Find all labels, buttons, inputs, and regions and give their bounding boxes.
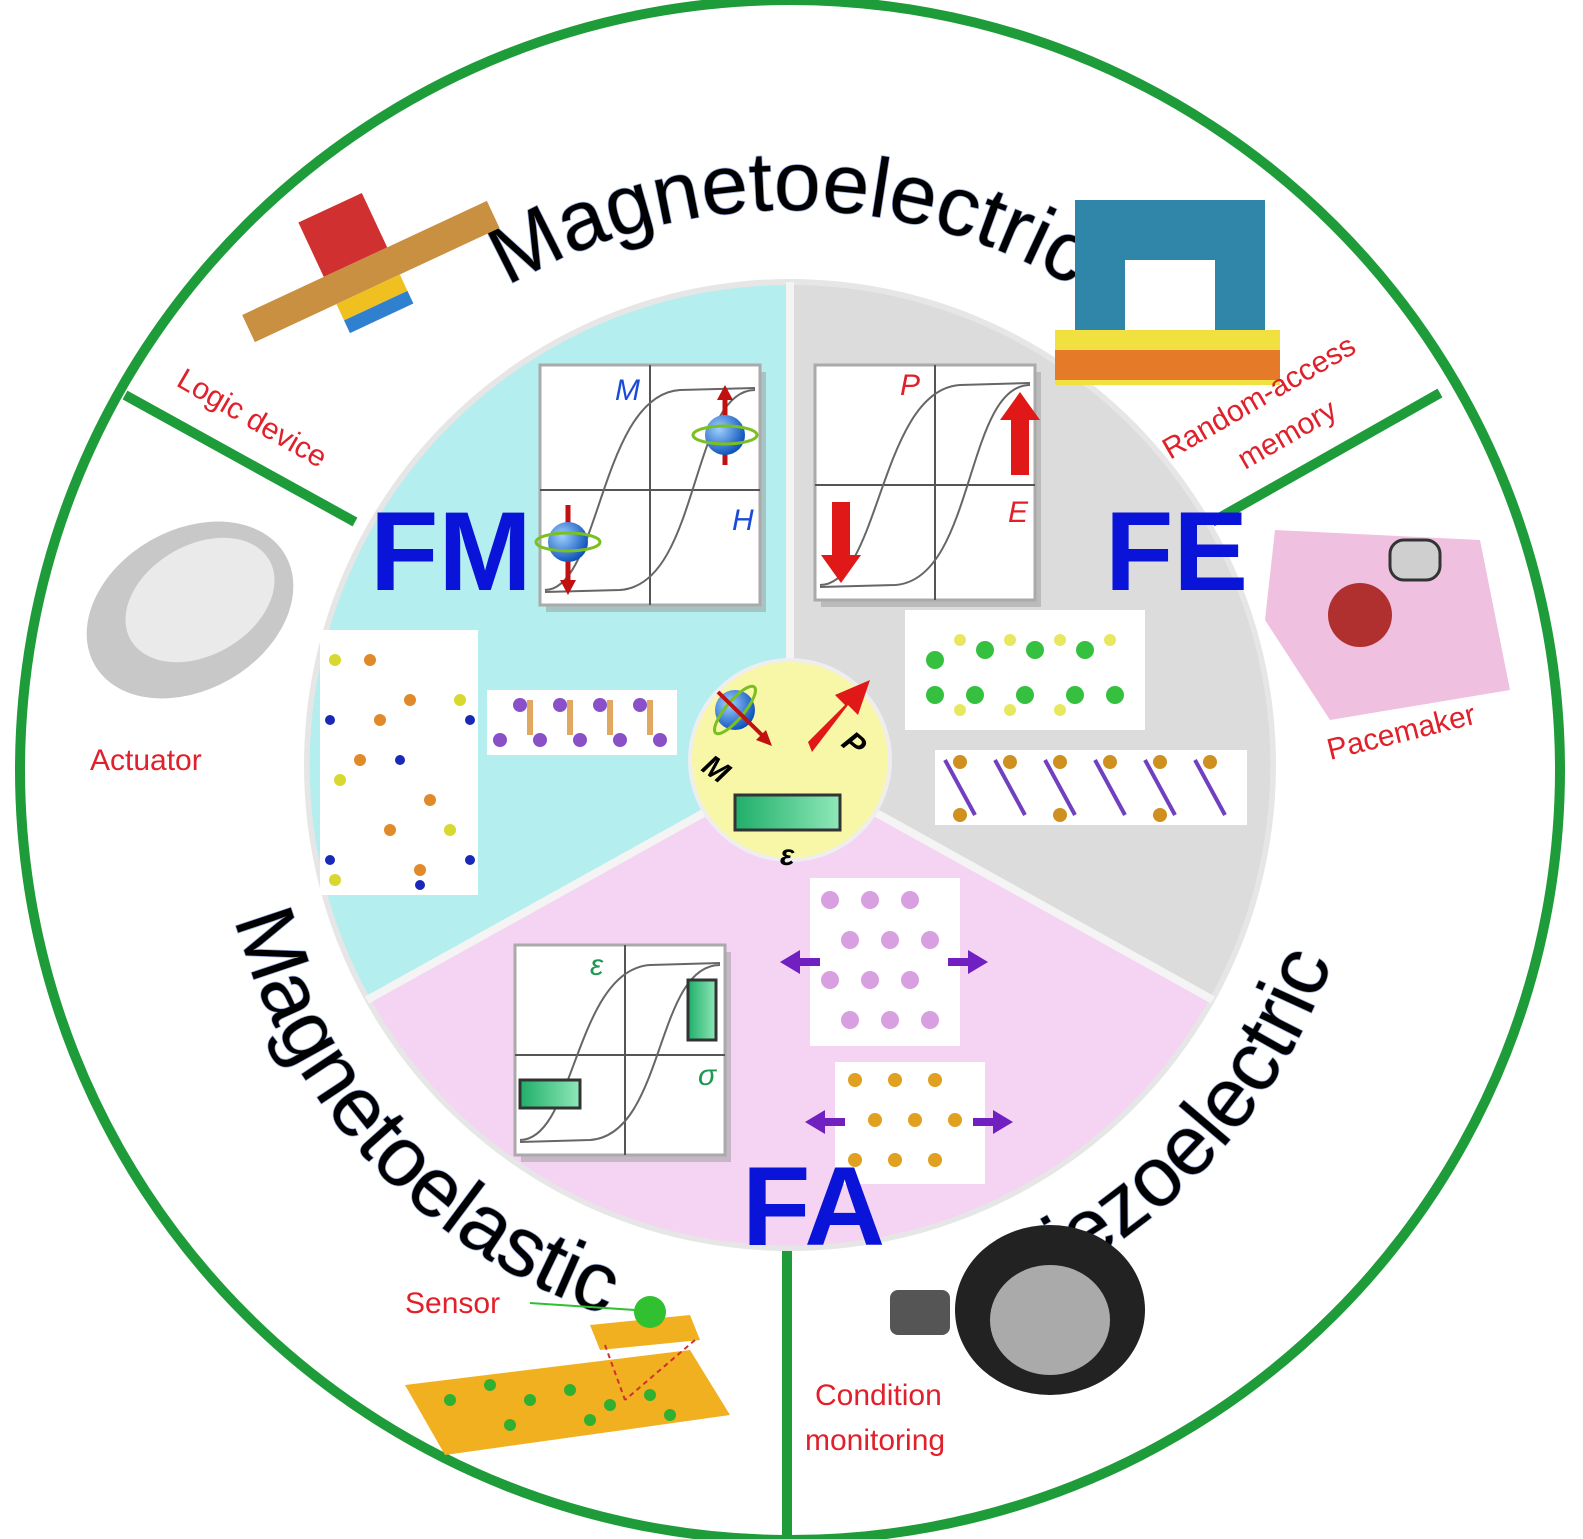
polarization-arrow-icon — [808, 680, 870, 752]
center-coupling-circle: M P ε — [688, 658, 892, 872]
logic-device-image — [242, 192, 500, 343]
fe-x-axis-label: E — [1008, 496, 1029, 529]
app-label-condition-line1: Condition — [815, 1379, 942, 1412]
app-label-actuator: Actuator — [90, 744, 202, 777]
fa-x-axis-label: σ — [698, 1059, 718, 1092]
pacemaker-image — [1265, 530, 1510, 720]
fm-layer-structure-image — [487, 690, 677, 755]
fm-x-axis-label: H — [732, 504, 754, 537]
fe-layer-structure-image — [935, 750, 1247, 825]
strain-vertical-bar-icon — [686, 978, 718, 1042]
fm-hysteresis-plot: M H — [534, 363, 766, 612]
fa-strained-lattice-image-2 — [805, 1062, 1013, 1184]
strain-horizontal-bar-icon — [518, 1078, 582, 1110]
center-label-strain: ε — [780, 839, 795, 872]
fm-y-axis-label: M — [615, 374, 640, 407]
fa-strained-lattice-image-1 — [780, 878, 988, 1046]
fe-crystal-structure-image — [905, 610, 1145, 730]
tire-monitoring-image — [890, 1225, 1145, 1395]
fa-hysteresis-plot: ε σ — [513, 943, 731, 1162]
spin-up-icon — [691, 385, 759, 465]
app-label-condition-line2: monitoring — [805, 1424, 945, 1457]
random-access-memory-image — [1055, 200, 1280, 385]
sector-label-fm: FM — [370, 489, 532, 614]
fm-crystal-structure-image — [320, 630, 478, 895]
ring-divider-right — [1209, 388, 1443, 527]
sensor-image — [405, 1296, 730, 1455]
actuator-image — [86, 521, 294, 699]
strain-bar-icon — [733, 793, 842, 832]
sector-label-fe: FE — [1105, 489, 1248, 614]
fa-y-axis-label: ε — [590, 949, 604, 982]
sector-label-fa: FA — [742, 1144, 885, 1269]
strain-arrows-icon — [780, 950, 988, 974]
spin-down-icon — [534, 505, 602, 595]
ring-divider-left — [122, 390, 358, 527]
polarization-up-arrow-icon — [1000, 392, 1040, 475]
magnetization-spin-icon — [713, 684, 772, 746]
fe-hysteresis-plot: P E — [813, 363, 1041, 607]
polarization-down-arrow-icon — [821, 502, 861, 583]
fe-y-axis-label: P — [900, 369, 920, 402]
app-label-sensor: Sensor — [405, 1287, 500, 1320]
